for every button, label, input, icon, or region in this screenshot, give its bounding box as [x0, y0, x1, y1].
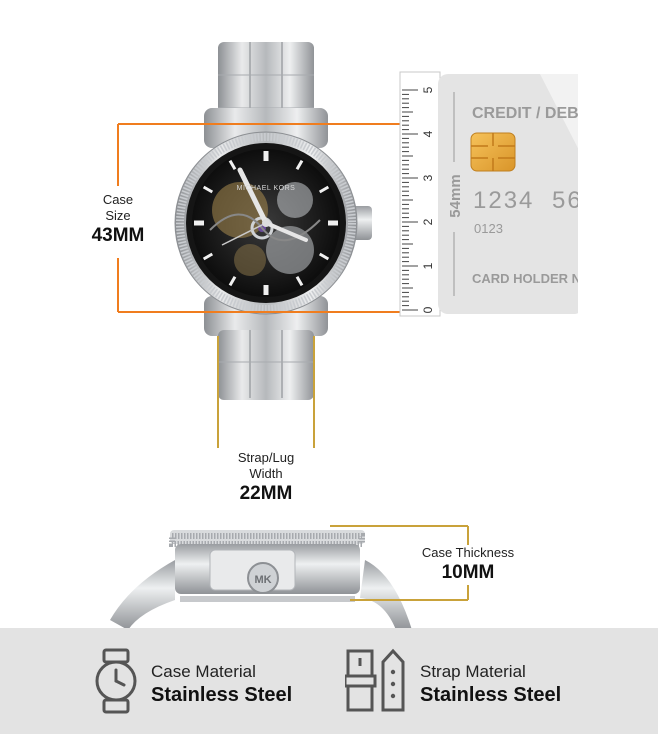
- case-thickness-label-text: Case Thickness: [421, 545, 515, 560]
- ruler-tick-label: 0: [421, 306, 435, 313]
- hour-markers: [194, 151, 338, 295]
- case-material-title: Case Material: [151, 662, 256, 681]
- crown-logo-text: MK: [254, 574, 271, 586]
- ruler-tick-label: 4: [421, 130, 435, 137]
- case-thickness-value: 10MM: [441, 562, 495, 583]
- materials-bar: Case Material Stainless Steel Strap Mate…: [0, 628, 658, 734]
- ruler-tick-label: 1: [421, 262, 435, 269]
- strap-width-label-line1: Strap/Lug: [237, 450, 295, 465]
- hour-marker: [295, 159, 304, 171]
- hour-marker: [295, 275, 304, 287]
- hour-marker: [202, 185, 214, 194]
- hour-marker: [228, 159, 237, 171]
- strap-width-value: 22MM: [239, 483, 293, 504]
- card-height-label: 54mm: [447, 174, 464, 217]
- case-size-value: 43MM: [91, 225, 145, 246]
- ruler: 0 1 2 3 4 5: [399, 71, 441, 317]
- strap-material-value: Stainless Steel: [420, 684, 562, 706]
- hour-marker: [318, 252, 330, 261]
- card-holder-text: CARD HOLDER NAME: [472, 271, 610, 286]
- watch-hands: [221, 167, 308, 246]
- strap-material-title: Strap Material: [420, 662, 526, 681]
- case-size-bracket: [117, 123, 410, 313]
- case-size-label-line2: Size: [105, 208, 131, 223]
- ruler-tick-label: 2: [421, 218, 435, 225]
- hour-marker: [202, 252, 214, 261]
- case-size-label-line1: Case: [102, 192, 134, 207]
- hour-marker: [228, 275, 237, 287]
- credit-card: CREDIT / DEBIT C 1234 56 0123 CARD HOLDE…: [438, 74, 610, 314]
- strap-width-label-line2: Width: [249, 466, 283, 481]
- card-title-text: CREDIT / DEBIT C: [472, 105, 609, 122]
- card-small-number: 0123: [474, 221, 503, 236]
- ruler-tick-label: 3: [421, 174, 435, 181]
- case-thickness-label: Case Thickness 10MM: [408, 545, 528, 585]
- strap-width-bracket: [217, 336, 315, 448]
- hour-marker: [318, 185, 330, 194]
- case-material-value: Stainless Steel: [151, 684, 293, 706]
- skeleton-movement: [209, 182, 321, 276]
- watch-brand-text: MICHAEL KORS: [237, 185, 296, 192]
- watch-outline-icon: [95, 648, 137, 714]
- strap-width-label: Strap/Lug Width 22MM: [216, 450, 316, 506]
- card-number-a: 1234: [473, 187, 534, 214]
- card-number-b: 56: [552, 187, 583, 214]
- strap-links-icon: [345, 648, 405, 712]
- watch-side-view: MK: [110, 530, 412, 630]
- case-size-label: Case Size 43MM: [86, 192, 150, 248]
- ruler-tick-label: 5: [421, 86, 435, 93]
